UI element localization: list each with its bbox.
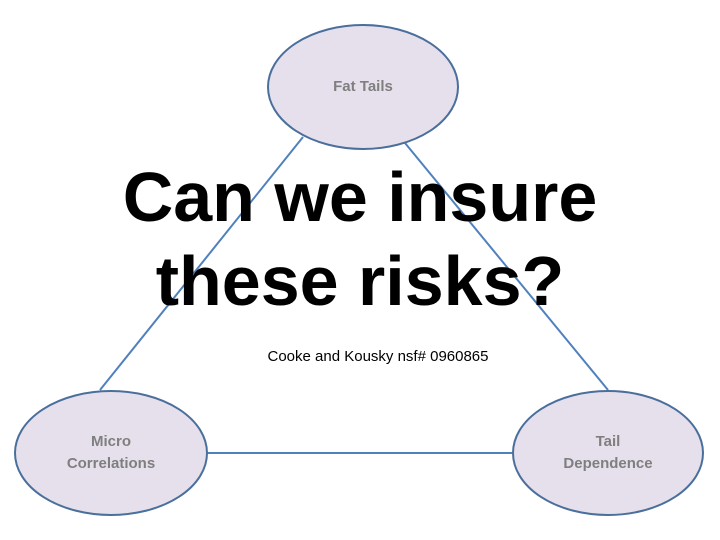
node-tail-dependence — [512, 390, 704, 516]
node-label-fat-tails: Fat Tails — [333, 78, 393, 95]
edge-fat-tails-to-tail-dependence — [404, 142, 609, 391]
node-label-tail-dependence: Tail Dependence — [563, 433, 653, 472]
node-micro-correlations — [14, 390, 208, 516]
node-label-micro-correlations: Micro Correlations — [66, 433, 156, 472]
node-fat-tails — [267, 24, 459, 150]
slide-subtitle: Cooke and Kousky nsf# 0960865 — [267, 348, 489, 365]
slide-title: Can we insure these risks? — [122, 158, 598, 320]
edge-fat-tails-to-micro-correlations — [99, 136, 304, 391]
